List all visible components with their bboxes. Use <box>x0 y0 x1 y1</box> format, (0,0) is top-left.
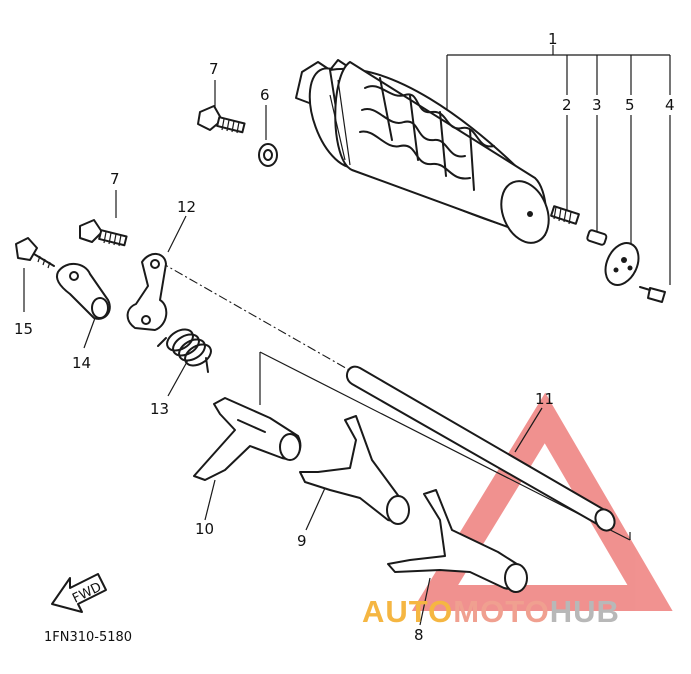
watermark-hub: HUB <box>550 594 620 629</box>
shift-fork-9 <box>299 415 410 525</box>
svg-text:AUTOMOTOHUB: AUTOMOTOHUB <box>362 594 620 629</box>
callout-4: 4 <box>665 96 675 114</box>
bolt-7-upper <box>197 105 246 134</box>
watermark-auto: AUTO <box>362 594 453 629</box>
callout-11: 11 <box>535 390 554 408</box>
pin-part-3 <box>586 229 608 246</box>
callout-3: 3 <box>592 96 602 114</box>
stopper-lever-12 <box>126 253 168 331</box>
washer-6 <box>258 143 278 167</box>
drum-end-parts <box>550 205 666 303</box>
watermark-moto: MOTO <box>453 594 549 629</box>
callout-1: 1 <box>548 30 558 48</box>
pin-part-2 <box>550 205 580 225</box>
plate-14 <box>56 263 111 320</box>
callout-9: 9 <box>297 532 307 550</box>
watermark-brand-text: AUTOMOTOHUB <box>362 594 620 629</box>
fwd-label: FWD <box>70 580 104 607</box>
callout-12: 12 <box>177 198 196 216</box>
callout-6: 6 <box>260 86 270 104</box>
fwd-direction-arrow: FWD <box>51 573 107 613</box>
callout-5: 5 <box>625 96 635 114</box>
callout-2: 2 <box>562 96 572 114</box>
screw-part-4 <box>639 286 666 303</box>
callout-10: 10 <box>195 520 214 538</box>
callout-7-lower: 7 <box>110 170 120 188</box>
callout-15: 15 <box>14 320 33 338</box>
segment-plate-5 <box>604 242 640 286</box>
shift-drum <box>295 59 550 244</box>
bolt-7-lower <box>79 219 128 247</box>
shift-fork-10 <box>193 397 302 481</box>
callout-labels: 1 2 3 5 4 7 6 7 12 15 14 13 11 10 9 8 <box>14 30 675 644</box>
callout-14: 14 <box>72 354 91 372</box>
callout-8: 8 <box>414 626 424 644</box>
torsion-spring-13 <box>157 328 212 373</box>
bolt-15 <box>15 237 55 269</box>
callout-7-upper: 7 <box>209 60 219 78</box>
diagram-part-code: 1FN310-5180 <box>44 630 132 645</box>
shift-fork-guide-bar-11 <box>345 365 616 532</box>
callout-13: 13 <box>150 400 169 418</box>
shift-fork-8 <box>387 489 528 593</box>
